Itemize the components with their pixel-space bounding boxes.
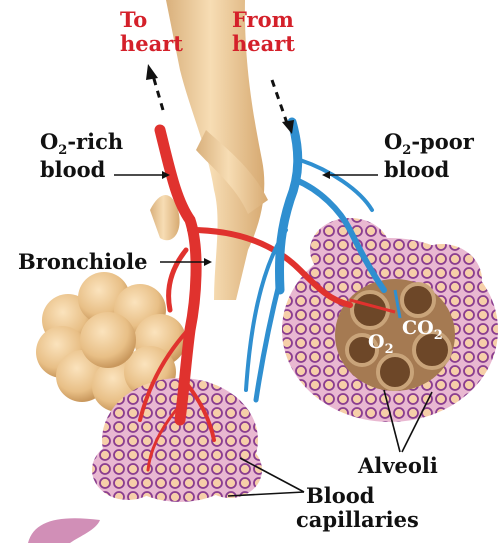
o2-label: O2 bbox=[368, 330, 394, 357]
blood-capillaries-label: Blood capillaries bbox=[306, 484, 419, 532]
to-heart-label: To heart bbox=[120, 8, 183, 56]
bronchiole-label: Bronchiole bbox=[18, 250, 147, 274]
o2-poor-blood-label: O2-poor blood bbox=[384, 130, 474, 182]
from-heart-label: From heart bbox=[232, 8, 295, 56]
alveolar-cluster-right bbox=[282, 218, 498, 422]
o2-rich-blood-label: O2-rich blood bbox=[40, 130, 123, 182]
co2-label: CO2 bbox=[402, 316, 443, 343]
alveoli-label: Alveoli bbox=[358, 454, 438, 478]
tissue-fragment bbox=[28, 518, 100, 543]
